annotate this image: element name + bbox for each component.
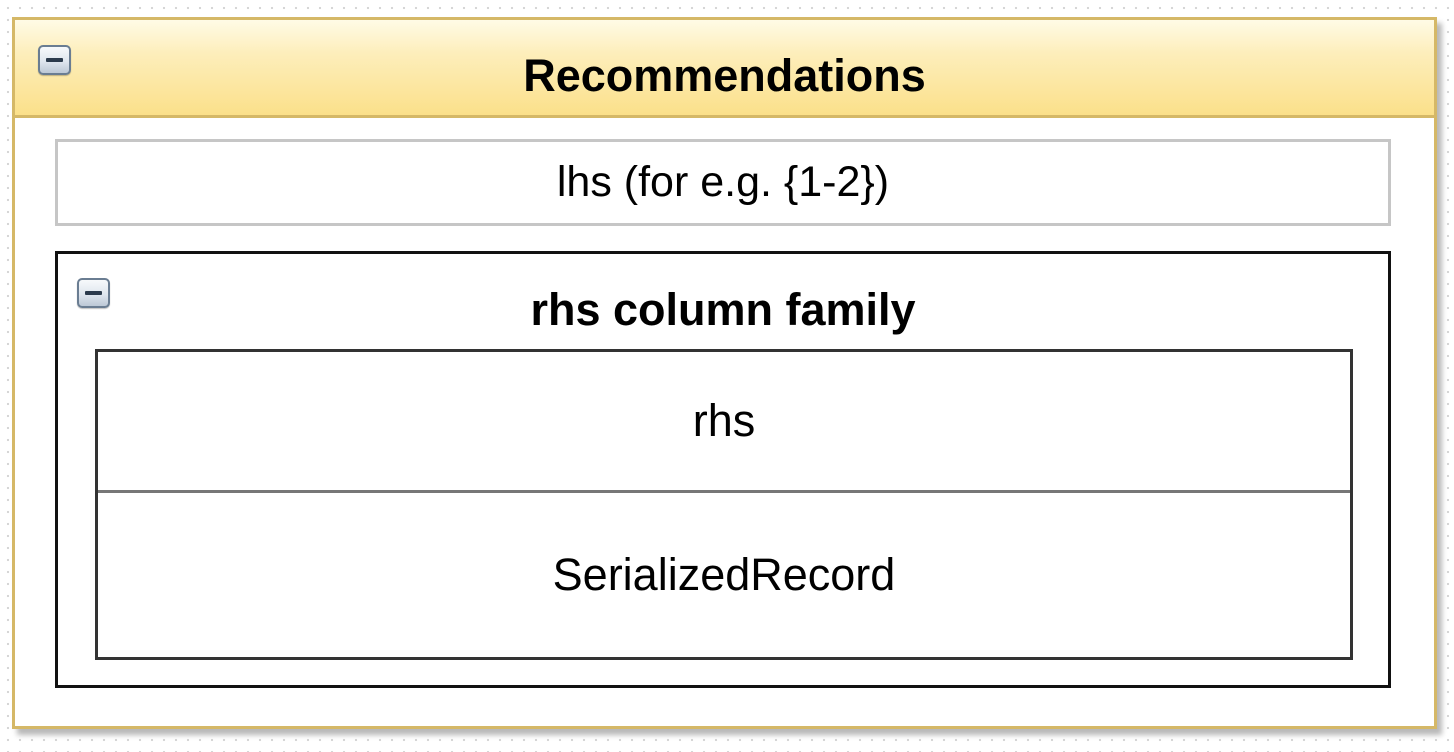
column-family-title: rhs column family — [530, 284, 916, 335]
column-type-cell: SerializedRecord — [98, 493, 1350, 657]
column-name-cell: rhs — [98, 352, 1350, 490]
row-key-box: lhs (for e.g. {1-2}) — [55, 139, 1391, 226]
collapse-minus-icon[interactable] — [38, 45, 71, 75]
row-key-label: lhs (for e.g. {1-2}) — [556, 158, 890, 206]
column-type: SerializedRecord — [552, 549, 896, 600]
recommendations-table: Recommendations lhs (for e.g. {1-2}) rhs… — [12, 17, 1437, 729]
column-entry: rhs SerializedRecord — [95, 349, 1353, 660]
table-header: Recommendations — [15, 20, 1434, 118]
column-name: rhs — [692, 395, 756, 446]
column-family-container: rhs column family rhs SerializedRecord — [55, 251, 1391, 688]
collapse-minus-icon[interactable] — [77, 278, 110, 308]
table-title: Recommendations — [523, 50, 926, 101]
column-divider — [98, 490, 1350, 493]
